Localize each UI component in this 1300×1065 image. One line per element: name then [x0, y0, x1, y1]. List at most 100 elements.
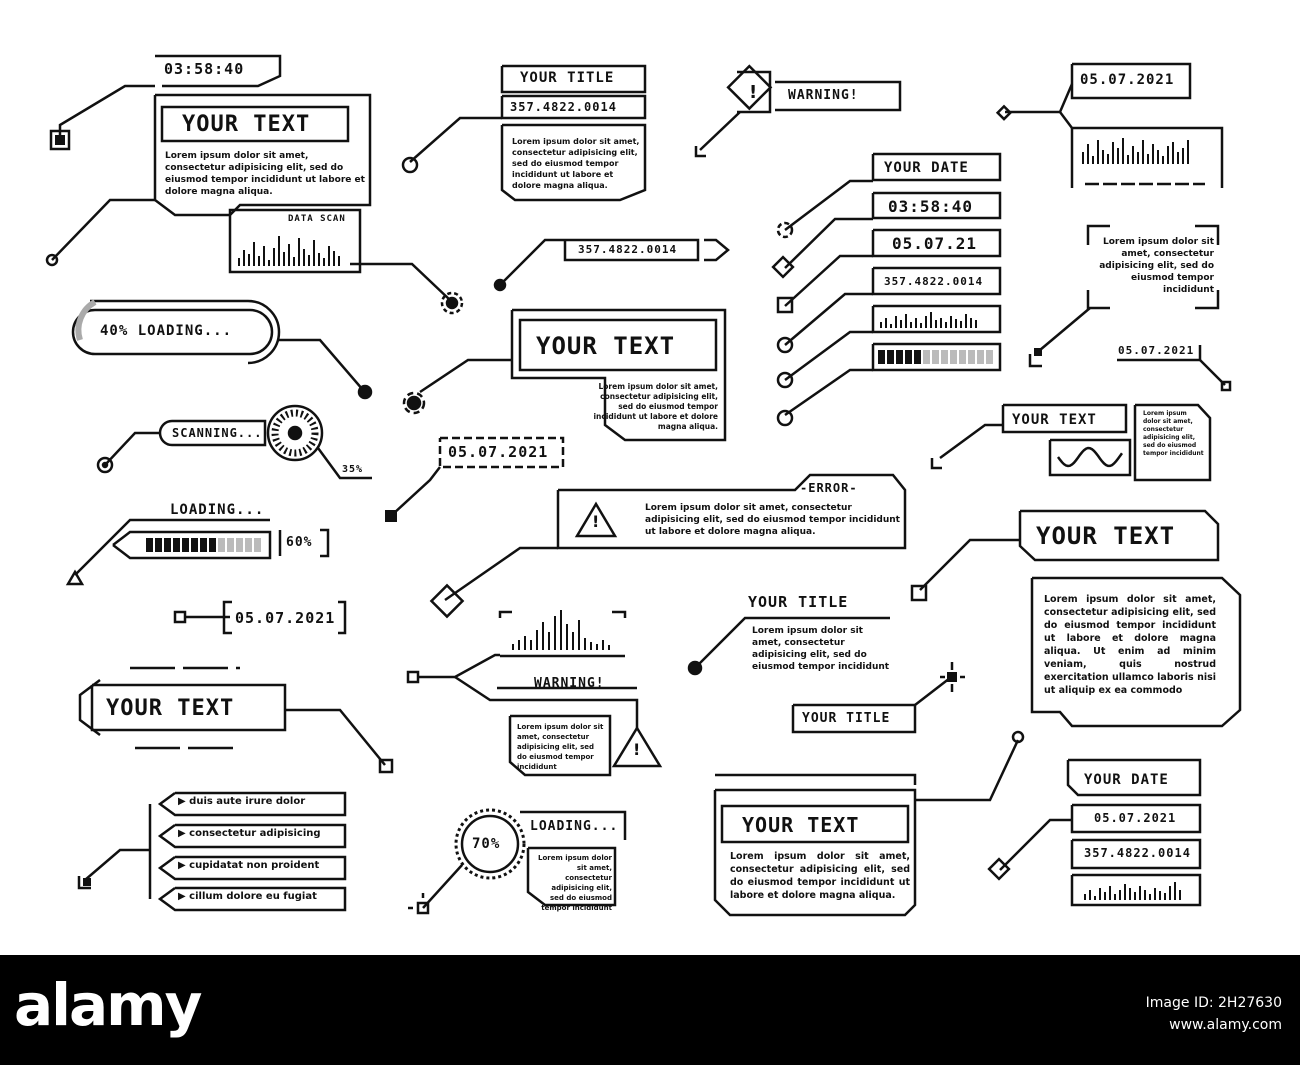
equalizer-bar: [1087, 144, 1089, 164]
progress-segment: [986, 350, 993, 364]
equalizer-bar: [1107, 154, 1109, 164]
progress-segment: [977, 350, 984, 364]
equalizer-bar: [925, 316, 927, 328]
equalizer-bar: [885, 318, 887, 328]
equalizer-bar: [900, 320, 902, 328]
equalizer-bar: [1104, 892, 1106, 900]
number-mid: 357.4822.0014: [578, 243, 678, 256]
equalizer-bar: [243, 250, 245, 266]
equalizer-bar: [1097, 140, 1099, 164]
widget-d-frame: [995, 62, 1224, 188]
equalizer-bar: [1174, 882, 1176, 900]
image-id: Image ID: 2H27630: [1145, 995, 1282, 1011]
equalizer-bar: [323, 258, 325, 266]
equalizer-bar: [253, 242, 255, 266]
equalizer-bar: [1129, 888, 1131, 900]
equalizer-bar: [905, 314, 907, 328]
equalizer-bar: [590, 642, 592, 650]
equalizer-bar: [1154, 888, 1156, 900]
equalizer-bar: [554, 616, 556, 650]
widget-h-frame: [402, 308, 727, 442]
widget-i-frame: [493, 238, 730, 292]
progress-segment: [182, 538, 189, 552]
equalizer-bar: [268, 260, 270, 266]
widget-t-frame: [791, 662, 965, 734]
loading-70-label: LOADING...: [530, 819, 619, 834]
date-stack2-date: 05.07.2021: [1094, 811, 1177, 825]
equalizer-bar: [548, 632, 550, 650]
equalizer-bar: [975, 320, 977, 328]
progress-segment: [146, 538, 153, 552]
progress-segment: [950, 350, 957, 364]
progress-segment: [254, 538, 261, 552]
equalizer-bar: [283, 252, 285, 266]
widget-c-frame: [694, 64, 902, 158]
equalizer-bar: [1147, 154, 1149, 164]
alamy-logo: alamy: [14, 971, 202, 1039]
error-warning-icon: !: [592, 512, 600, 531]
date-top-right: 05.07.2021: [1080, 72, 1175, 88]
widget-a-frame: [45, 54, 464, 315]
date-stack-time: 03:58:40: [888, 197, 974, 216]
equalizer-bar: [298, 238, 300, 266]
site-url: www.alamy.com: [1169, 1017, 1282, 1033]
equalizer-bar: [318, 253, 320, 266]
progress-segment: [959, 350, 966, 364]
equalizer-bar: [1149, 894, 1151, 900]
warning-icon: !: [749, 82, 758, 103]
equalizer-bar: [512, 644, 514, 650]
equalizer-bar: [1089, 890, 1091, 900]
widget-f-frame: [1028, 224, 1232, 392]
date-stack2-title: YOUR DATE: [1084, 772, 1169, 788]
equalizer-bar: [1182, 148, 1184, 164]
date-stack2-number: 357.4822.0014: [1084, 846, 1191, 860]
equalizer-bar: [518, 640, 520, 650]
equalizer-bar: [1164, 893, 1166, 900]
equalizer-bar: [1092, 156, 1094, 164]
number-top: 357.4822.0014: [510, 100, 617, 114]
widget-l-frame: [429, 473, 907, 619]
widget-m-frame: [930, 403, 1212, 482]
your-text-bottom: YOUR TEXT: [742, 813, 860, 837]
your-text-right: YOUR TEXT: [1036, 522, 1176, 550]
equalizer-bar: [940, 318, 942, 328]
date-stack-date: 05.07.21: [892, 234, 978, 253]
equalizer-bar: [1157, 150, 1159, 164]
time-label-top: 03:58:40: [164, 60, 245, 78]
lorem-right: Lorem ipsum dolor sit amet, consectetur …: [1044, 594, 1216, 696]
equalizer-bar: [970, 318, 972, 328]
progress-segment: [218, 538, 225, 552]
widget-k-frame: [385, 436, 565, 522]
equalizer-bar: [890, 324, 892, 328]
equalizer-bar: [584, 638, 586, 650]
equalizer-bar: [1137, 152, 1139, 164]
data-scan-label: DATA SCAN: [288, 214, 346, 224]
equalizer-bar: [1144, 890, 1146, 900]
equalizer-bar: [1114, 894, 1116, 900]
widget-b-frame: [401, 64, 647, 202]
loading-70-pct: 70%: [472, 836, 501, 852]
scanning-pct: 35%: [342, 464, 364, 475]
list-item: ▶ cillum dolore eu fugiat: [178, 891, 317, 902]
waveform-line: [1056, 446, 1124, 468]
your-text-1: YOUR TEXT: [182, 112, 311, 137]
equalizer-bar: [293, 257, 295, 266]
progress-segment: [245, 538, 252, 552]
progress-segment: [896, 350, 903, 364]
equalizer-bar: [608, 645, 610, 650]
list-item: ▶ duis aute irure dolor: [178, 796, 306, 807]
equalizer-bar: [278, 236, 280, 266]
equalizer-bar: [1162, 156, 1164, 164]
hud-line-art: [45, 54, 1242, 917]
equalizer-bar: [1159, 891, 1161, 900]
your-text-left: YOUR TEXT: [106, 696, 235, 721]
equalizer-bar: [248, 254, 250, 266]
equalizer-bar: [1099, 888, 1101, 900]
equalizer-bar: [273, 248, 275, 266]
equalizer-bar: [308, 255, 310, 266]
equalizer-bar: [1122, 138, 1124, 164]
equalizer-bar: [1142, 140, 1144, 164]
equalizer-bar: [542, 622, 544, 650]
equalizer-bar: [1139, 886, 1141, 900]
lorem-1: Lorem ipsum dolor sit amet, consectetur …: [165, 151, 365, 197]
